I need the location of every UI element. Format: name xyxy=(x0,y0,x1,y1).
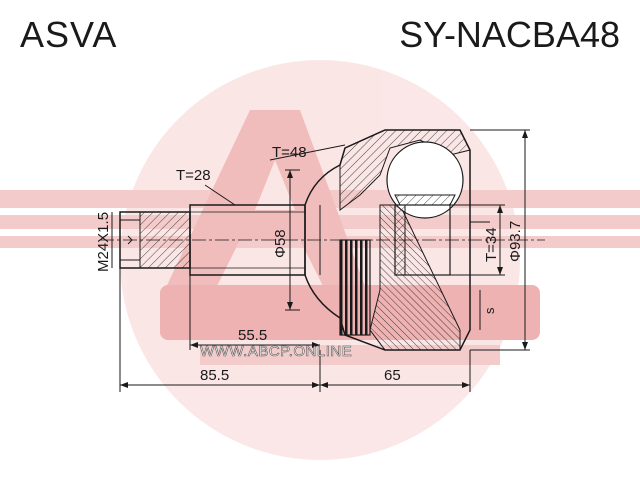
shaft-length-label: 55.5 xyxy=(238,327,267,344)
shaft-diameter-label: Φ58 xyxy=(272,229,289,258)
outer-diameter-label: Φ93.7 xyxy=(507,221,524,262)
part-number: SY-NACBA48 xyxy=(399,14,620,55)
s-mark-label: s xyxy=(482,307,497,314)
total-shaft-length-label: 85.5 xyxy=(200,367,229,384)
dimension-arrows xyxy=(120,130,528,388)
body-length-label: 65 xyxy=(384,367,401,384)
spline-count-outer-label: T=48 xyxy=(272,144,307,161)
spline-count-inner-label: T=34 xyxy=(483,227,500,262)
watermark-url: WWW.ABCP.ONLINE xyxy=(200,343,352,360)
spline-count-shaft-label: T=28 xyxy=(176,167,211,184)
joint-body xyxy=(304,129,471,351)
threaded-end xyxy=(119,211,191,269)
brand-name: ASVA xyxy=(20,14,118,55)
dimension-lines xyxy=(111,129,530,392)
leader-lines xyxy=(204,144,490,223)
thread-size-label: M24X1.5 xyxy=(95,212,112,272)
